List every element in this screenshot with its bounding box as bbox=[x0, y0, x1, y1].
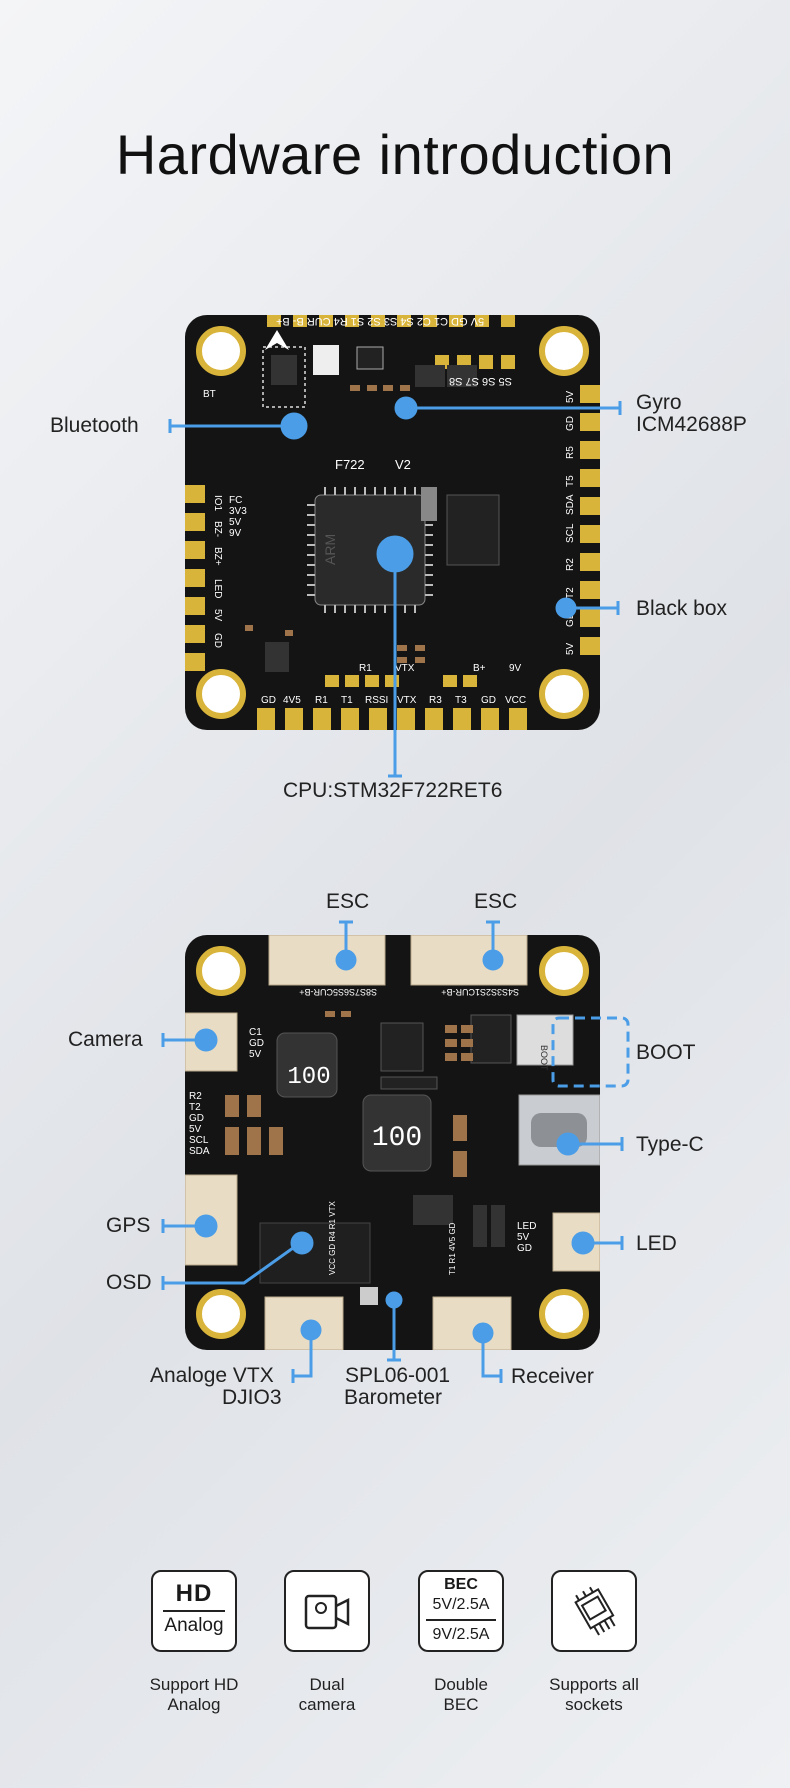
svg-text:100: 100 bbox=[372, 1123, 422, 1154]
svg-text:100: 100 bbox=[287, 1064, 330, 1091]
svg-text:5V: 5V bbox=[517, 1232, 530, 1243]
svg-text:LED: LED bbox=[517, 1221, 536, 1232]
svg-text:ARM: ARM bbox=[322, 534, 338, 565]
svg-text:R3: R3 bbox=[429, 695, 442, 706]
svg-text:5V: 5V bbox=[565, 642, 576, 655]
bec-icon: BEC bbox=[444, 1576, 478, 1593]
feature-hd-analog: HD Analog bbox=[151, 1570, 237, 1652]
svg-text:B+: B+ bbox=[473, 663, 486, 674]
label-led: LED bbox=[636, 1232, 677, 1255]
svg-text:5V: 5V bbox=[212, 609, 223, 622]
svg-text:5V: 5V bbox=[189, 1124, 202, 1135]
svg-text:VCC GD R4 R1 VTX: VCC GD R4 R1 VTX bbox=[328, 1201, 337, 1275]
svg-text:R2: R2 bbox=[189, 1091, 202, 1102]
svg-text:T1 R1 4V5 GD: T1 R1 4V5 GD bbox=[448, 1222, 457, 1275]
feature-double-bec: BEC 5V/2.5A 9V/2.5A bbox=[418, 1570, 504, 1652]
svg-text:GD: GD bbox=[565, 612, 576, 627]
svg-text:LED: LED bbox=[212, 579, 223, 598]
camera-icon bbox=[304, 1594, 350, 1630]
svg-text:C1: C1 bbox=[249, 1027, 262, 1038]
label-osd: OSD bbox=[106, 1271, 152, 1294]
svg-text:9V: 9V bbox=[509, 663, 522, 674]
svg-text:5V: 5V bbox=[565, 390, 576, 403]
label-gyro-model: ICM42688P bbox=[636, 413, 747, 436]
svg-text:GD: GD bbox=[565, 416, 576, 431]
svg-text:T2: T2 bbox=[189, 1102, 201, 1113]
label-gps: GPS bbox=[106, 1214, 151, 1237]
label-esc-left: ESC bbox=[326, 890, 370, 913]
svg-text:GD: GD bbox=[517, 1243, 532, 1254]
svg-text:GD: GD bbox=[212, 633, 223, 648]
svg-text:VTX: VTX bbox=[397, 695, 417, 706]
mount-hole bbox=[196, 326, 589, 719]
svg-text:4V5: 4V5 bbox=[283, 695, 301, 706]
svg-text:BZ-: BZ- bbox=[212, 521, 223, 537]
label-camera: Camera bbox=[68, 1028, 143, 1051]
svg-text:RSSI: RSSI bbox=[365, 695, 388, 706]
svg-text:SCL: SCL bbox=[565, 523, 576, 543]
svg-text:FC: FC bbox=[229, 495, 242, 506]
label-analog-vtx: Analoge VTX bbox=[150, 1364, 274, 1387]
label-gyro: Gyro bbox=[636, 391, 682, 414]
svg-text:VCC: VCC bbox=[505, 695, 526, 706]
svg-text:IO1: IO1 bbox=[212, 495, 223, 512]
svg-text:R5: R5 bbox=[565, 446, 576, 459]
label-bluetooth: Bluetooth bbox=[50, 414, 139, 437]
svg-text:SCL: SCL bbox=[189, 1135, 209, 1146]
svg-text:T2: T2 bbox=[565, 587, 576, 599]
caption-hd-analog: Support HD Analog bbox=[149, 1675, 239, 1714]
svg-text:GD: GD bbox=[189, 1113, 204, 1124]
page-title: Hardware introduction bbox=[115, 123, 675, 186]
svg-text:V2: V2 bbox=[395, 457, 411, 472]
svg-text:R2: R2 bbox=[565, 558, 576, 571]
svg-text:BT: BT bbox=[203, 389, 216, 400]
svg-text:T5: T5 bbox=[565, 475, 576, 487]
svg-text:5V: 5V bbox=[229, 517, 242, 528]
svg-text:T1: T1 bbox=[341, 695, 353, 706]
flight-controller-bottom-board: 100 100 C1 GD 5V R2 T2 GD 5V SCL SDA LED… bbox=[185, 935, 600, 1350]
svg-text:GD: GD bbox=[261, 695, 276, 706]
svg-text:GD: GD bbox=[481, 695, 496, 706]
label-barometer: Barometer bbox=[344, 1386, 443, 1409]
label-cpu: CPU:STM32F722RET6 bbox=[283, 779, 503, 802]
svg-text:BZ+: BZ+ bbox=[212, 547, 223, 566]
svg-text:R1: R1 bbox=[359, 663, 372, 674]
caption-dual-camera: Dual camera bbox=[298, 1675, 356, 1714]
caption-double-bec: Double BEC bbox=[434, 1675, 488, 1714]
feature-sockets bbox=[551, 1570, 637, 1652]
svg-text:5V GD C1 C2 S4 S3 S2 S1 R4 CUR: 5V GD C1 C2 S4 S3 S2 S1 R4 CUR B- B+ bbox=[276, 315, 484, 327]
svg-text:VTX: VTX bbox=[395, 663, 415, 674]
label-receiver: Receiver bbox=[511, 1365, 594, 1388]
hd-analog-icon: HD bbox=[175, 1580, 213, 1607]
svg-text:S5 S6 S7 S8: S5 S6 S7 S8 bbox=[449, 375, 512, 387]
svg-text:SDA: SDA bbox=[565, 494, 576, 515]
label-type-c: Type-C bbox=[636, 1133, 704, 1156]
svg-text:5V: 5V bbox=[249, 1049, 262, 1060]
socket-connector-icon bbox=[574, 1586, 616, 1636]
label-black-box: Black box bbox=[636, 597, 728, 620]
svg-text:9V: 9V bbox=[229, 528, 242, 539]
flight-controller-top-board: ARM 5V GD C1 C2 S4 S3 S2 S1 R4 CUR B- B+… bbox=[185, 315, 600, 730]
svg-text:BOOT: BOOT bbox=[539, 1045, 549, 1071]
feature-dual-camera bbox=[284, 1570, 370, 1652]
svg-text:R1: R1 bbox=[315, 695, 328, 706]
svg-text:T3: T3 bbox=[455, 695, 467, 706]
svg-text:S4S3S2S1CUR-B+: S4S3S2S1CUR-B+ bbox=[441, 987, 519, 997]
svg-text:S8S7S6S5CUR-B+: S8S7S6S5CUR-B+ bbox=[299, 987, 377, 997]
label-barometer-model: SPL06-001 bbox=[345, 1364, 451, 1387]
svg-text:GD: GD bbox=[249, 1038, 264, 1049]
label-boot: BOOT bbox=[636, 1041, 696, 1064]
svg-text:SDA: SDA bbox=[189, 1146, 210, 1157]
cpu-chip: ARM bbox=[307, 487, 433, 613]
logo-arrow-icon bbox=[265, 330, 289, 350]
caption-sockets: Supports all sockets bbox=[549, 1675, 639, 1714]
label-djio3: DJIO3 bbox=[222, 1386, 282, 1409]
svg-text:F722: F722 bbox=[335, 457, 365, 472]
label-esc-right: ESC bbox=[474, 890, 518, 913]
svg-text:3V3: 3V3 bbox=[229, 506, 247, 517]
